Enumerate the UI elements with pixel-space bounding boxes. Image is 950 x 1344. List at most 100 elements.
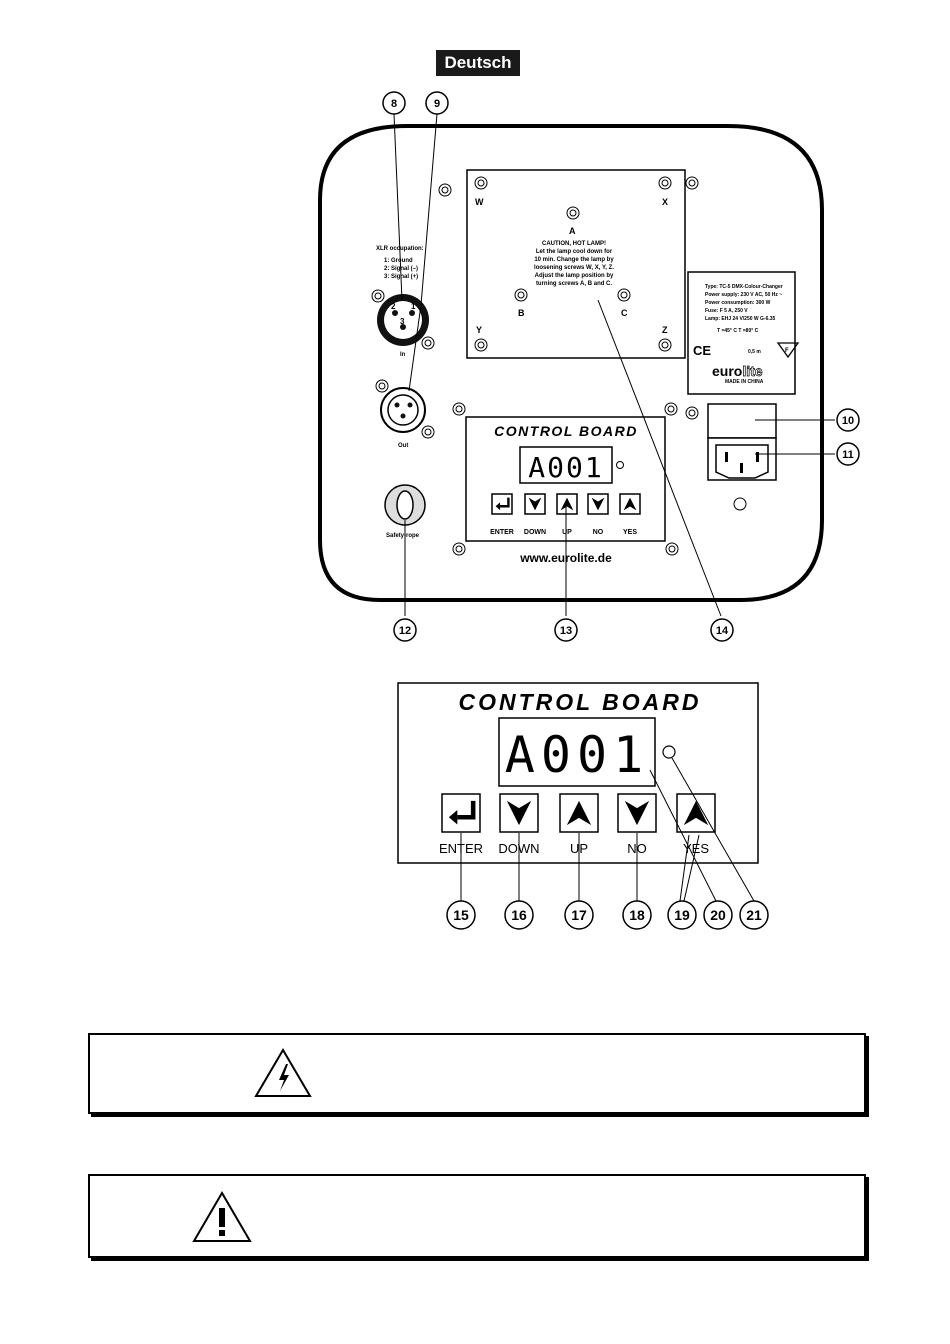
callout-18: 18: [622, 900, 652, 930]
callout-16: 16: [504, 900, 534, 930]
svg-text:14: 14: [716, 625, 729, 637]
lamp-screw-z: Z: [662, 325, 668, 335]
svg-text:Adjust the lamp position by: Adjust the lamp position by: [535, 273, 614, 279]
enter-arrow-icon: [500, 497, 510, 508]
svg-text:Power supply: 230 V AC, 50 Hz: Power supply: 230 V AC, 50 Hz ~: [705, 292, 782, 298]
lamp-plate: [466, 169, 686, 359]
f-triangle: [776, 342, 800, 359]
xlr-in-label: In: [400, 352, 406, 358]
callout-13: 13: [554, 618, 578, 642]
brand-logo: eurolite: [712, 363, 763, 379]
small-up-label: UP: [562, 529, 572, 536]
device-rear-panel-drawing: W X Y Z A B C CAUTION, HOT LAMP! Let the…: [318, 91, 860, 930]
lamp-screw-w: W: [475, 197, 484, 207]
svg-text:loosening screws W, X, Y, Z.: loosening screws W, X, Y, Z.: [534, 265, 614, 271]
callout-10: 10: [836, 408, 860, 432]
svg-text:9: 9: [434, 98, 440, 110]
svg-text:CAUTION, HOT LAMP!: CAUTION, HOT LAMP!: [542, 241, 606, 247]
small-enter-button[interactable]: ENTER: [490, 493, 514, 536]
display-frame: [498, 717, 656, 787]
chevron-up-icon: [623, 497, 637, 511]
svg-text:15: 15: [453, 907, 469, 923]
svg-text:18: 18: [629, 907, 645, 923]
small-enter-label: ENTER: [490, 529, 514, 536]
warning-box-caution: [88, 1174, 866, 1258]
xlr-out-outer: [380, 387, 426, 433]
display-small: A001: [528, 451, 603, 484]
exclamation-warning-icon: [192, 1191, 252, 1242]
svg-text:1: Ground: 1: Ground: [384, 258, 413, 264]
small-down-label: DOWN: [524, 529, 546, 536]
svg-text:T =45° C T =80° C: T =45° C T =80° C: [717, 328, 759, 334]
svg-text:Power consumption: 300 W: Power consumption: 300 W: [705, 300, 771, 306]
chevron-up-icon: [560, 497, 574, 511]
large-up-button[interactable]: UP: [559, 793, 599, 856]
lamp-screw-c: C: [621, 308, 628, 318]
svg-text:8: 8: [391, 98, 397, 110]
svg-text:16: 16: [511, 907, 527, 923]
callout-14: 14: [710, 618, 734, 642]
svg-text:3: 3: [400, 317, 405, 326]
svg-text:turning screws A, B and C.: turning screws A, B and C.: [536, 281, 612, 287]
callout-12: 12: [393, 618, 417, 642]
callout-11: 11: [836, 442, 860, 466]
safety-rope-label: Safety-rope: [386, 533, 420, 539]
svg-text:21: 21: [746, 907, 762, 923]
svg-text:20: 20: [710, 907, 726, 923]
svg-text:0,5 m: 0,5 m: [748, 349, 761, 355]
large-no-button[interactable]: NO: [617, 793, 657, 856]
callout-15: 15: [446, 900, 476, 930]
control-board-large-title: CONTROL BOARD: [458, 689, 701, 715]
svg-text:MADE IN CHINA: MADE IN CHINA: [725, 379, 764, 385]
svg-text:17: 17: [571, 907, 587, 923]
svg-text:10: 10: [842, 415, 854, 427]
chevron-down-icon: [528, 497, 542, 511]
small-no-button[interactable]: NO: [587, 493, 609, 536]
enter-arrow-icon: [457, 800, 476, 820]
callout-8: 8: [382, 91, 406, 115]
chevron-up-icon: [683, 800, 709, 826]
small-yes-button[interactable]: YES: [619, 493, 641, 536]
chevron-up-icon: [566, 800, 592, 826]
chevron-down-icon: [591, 497, 605, 511]
xlr-out-label: Out: [398, 443, 408, 449]
lamp-screw-b: B: [518, 308, 525, 318]
housing-outline: [318, 124, 824, 602]
electric-warning-icon: [254, 1048, 312, 1097]
fuse-holder: [707, 403, 777, 439]
control-board-large: [397, 682, 759, 864]
status-led: [662, 745, 676, 759]
callout-21: 21: [739, 900, 769, 930]
lamp-screw-y: Y: [476, 325, 482, 335]
language-label: Deutsch: [436, 50, 520, 76]
large-enter-button[interactable]: ENTER: [439, 793, 483, 856]
warning-box-electric: [88, 1033, 866, 1114]
svg-text:Type: TC-5 DMX-Colour-Changer: Type: TC-5 DMX-Colour-Changer: [705, 284, 783, 290]
chevron-down-icon: [624, 800, 650, 826]
svg-text:1: 1: [411, 302, 416, 311]
display-large: A001: [505, 726, 649, 784]
svg-text:F: F: [785, 348, 789, 354]
svg-text:Fuse: F 5 A, 250 V: Fuse: F 5 A, 250 V: [705, 308, 748, 314]
svg-text:19: 19: [674, 907, 690, 923]
svg-text:Let the lamp cool down for: Let the lamp cool down for: [536, 249, 613, 255]
svg-text:12: 12: [399, 625, 411, 637]
svg-text:11: 11: [842, 449, 854, 461]
lamp-screw-x: X: [662, 197, 668, 207]
callout-19: 19: [667, 900, 697, 930]
small-up-button[interactable]: UP: [556, 493, 578, 536]
screws: [371, 176, 699, 556]
lamp-caution-text: CAUTION, HOT LAMP! Let the lamp cool dow…: [534, 241, 614, 287]
svg-text:2: 2: [391, 302, 396, 311]
svg-text:Lamp: EHJ 24 V/250 W G-6.35: Lamp: EHJ 24 V/250 W G-6.35: [705, 316, 776, 322]
small-down-button[interactable]: DOWN: [524, 493, 546, 536]
type-plate: [687, 271, 796, 395]
svg-text:10 min. Change the lamp by: 10 min. Change the lamp by: [534, 257, 614, 263]
small-no-label: NO: [593, 529, 604, 536]
svg-text:13: 13: [560, 625, 572, 637]
small-yes-label: YES: [623, 529, 637, 536]
chevron-down-icon: [506, 800, 532, 826]
control-board-small-title: CONTROL BOARD: [494, 423, 638, 439]
callout-9: 9: [425, 91, 449, 115]
callout-20: 20: [703, 900, 733, 930]
